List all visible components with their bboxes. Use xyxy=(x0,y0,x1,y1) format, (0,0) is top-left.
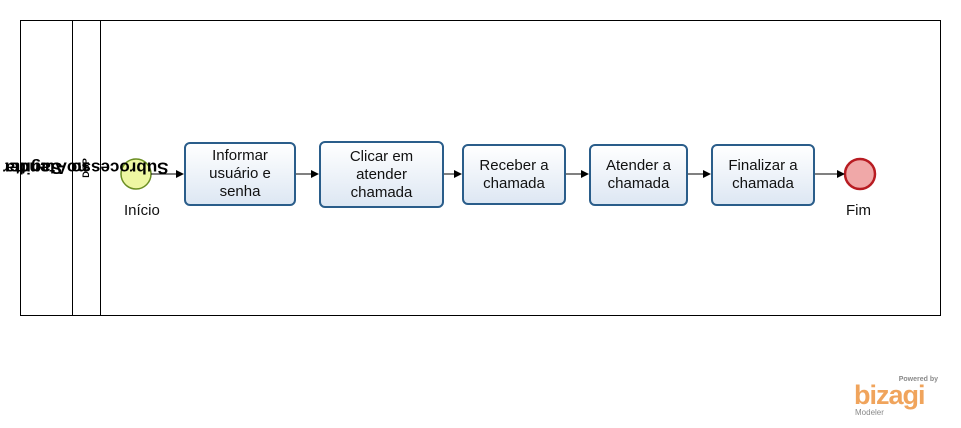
task-finalizar-chamada[interactable]: Finalizar a chamada xyxy=(711,144,815,206)
task-label: Finalizar a chamada xyxy=(728,157,798,192)
task-atender-chamada[interactable]: Atender a chamada xyxy=(589,144,688,206)
logo-name: bizagi xyxy=(854,380,926,410)
bizagi-logo: Powered by bizagi Modeler xyxy=(852,374,944,420)
task-label: Receber a chamada xyxy=(479,156,549,192)
logo-powered-by: Powered by xyxy=(898,376,938,383)
task-label: Atender a chamada xyxy=(605,157,672,192)
task-label: Informar usuário e senha xyxy=(209,147,271,200)
end-event[interactable] xyxy=(843,157,877,191)
start-event-label: Início xyxy=(124,202,160,219)
end-event-label: Fim xyxy=(846,202,871,219)
lane-title-text: DGP xyxy=(81,158,91,178)
task-label: Clicar em atender chamada xyxy=(349,147,414,201)
task-clicar-atender[interactable]: Clicar em atender chamada xyxy=(319,141,444,208)
logo-product: Modeler xyxy=(855,408,884,417)
task-informar-usuario[interactable]: Informar usuário e senha xyxy=(184,142,296,206)
pool-title: Subrocesso Atender chamadano Sagitta xyxy=(0,20,168,316)
lane-title: DGP xyxy=(72,20,100,316)
task-receber-chamada[interactable]: Receber a chamada xyxy=(462,144,566,205)
